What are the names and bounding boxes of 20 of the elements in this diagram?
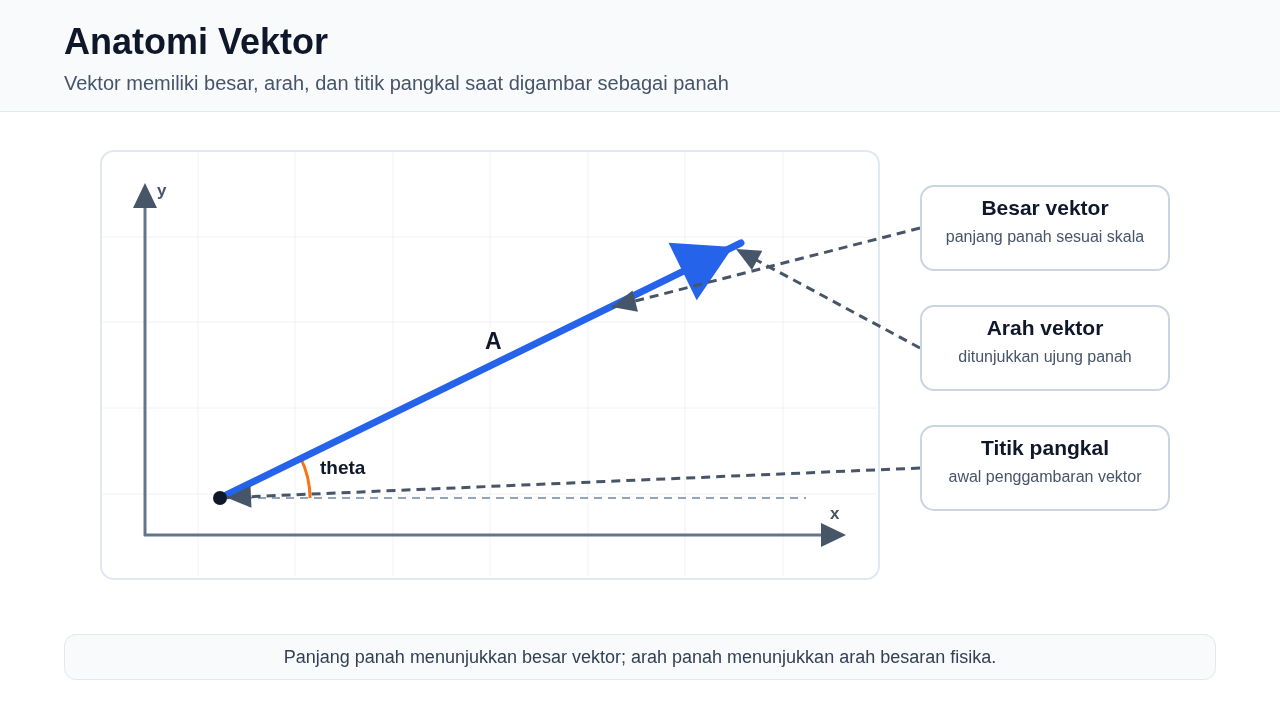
title: Anatomi Vektor [64,20,329,64]
callout-card [920,305,1170,391]
callout-description: panjang panah sesuai skala [945,227,1145,247]
callout-heading: Besar vektor [981,195,1109,221]
angle-label: theta [320,457,366,479]
leader-line [611,226,921,312]
callout-heading: Arah vektor [986,315,1104,341]
vector-label: A [483,328,504,354]
callout-card [920,185,1170,271]
callout-description: ditunjukkan ujung panah [958,347,1132,367]
subtitle: Vektor memiliki besar, arah, dan titik pangkal saat digambar sebagai panah [64,71,729,95]
leader-line [226,466,921,508]
vector-arrow [222,239,745,499]
callout-card [920,425,1170,511]
summary-note: Panjang panah menunjukkan besar vektor; arah panah menunjukkan arah besaran fisika. [64,634,1216,680]
leader-line [735,247,921,350]
axis-label: x [830,504,840,524]
callout-heading: Titik pangkal [981,435,1109,461]
callout-description: awal penggambaran vektor [948,467,1142,487]
axis-label: y [157,181,167,201]
